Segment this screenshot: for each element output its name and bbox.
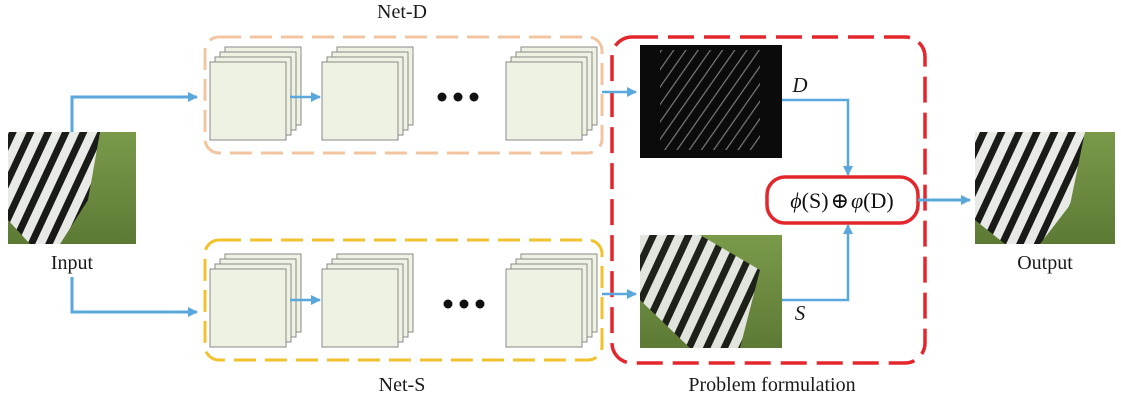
net-d-feature-stack-1	[209, 46, 302, 141]
oplus-symbol: ⊕	[831, 188, 849, 213]
net-d-title: Net-D	[377, 1, 427, 23]
input-label: Input	[51, 252, 94, 274]
net-d-feature-stack-2	[321, 46, 414, 141]
detail-image-d	[640, 45, 782, 158]
input-image	[8, 132, 136, 244]
d-to-formula-arrow	[782, 98, 853, 176]
problem-formulation-label: Problem formulation	[688, 374, 855, 396]
input-to-net-s-arrow	[70, 277, 198, 317]
net-s-ellipsis-icon	[443, 299, 485, 309]
output-image	[975, 132, 1115, 244]
phi-symbol: ϕ	[790, 188, 801, 213]
net-d-feature-stack-3	[505, 46, 598, 141]
net-d-box	[203, 35, 604, 155]
varphi-symbol: φ	[851, 188, 863, 213]
net-d-ellipsis-icon	[437, 92, 479, 102]
net-s-feature-stack-2	[321, 253, 414, 348]
d-label: D	[791, 73, 807, 97]
input-to-net-d-arrow	[70, 92, 198, 132]
structure-image-s	[640, 235, 782, 348]
net-s-box	[203, 238, 604, 362]
s-label: S	[795, 301, 806, 325]
net-s-feature-stack-3	[505, 253, 598, 348]
formula-text: ϕ(S)⊕φ(D)	[790, 188, 893, 213]
output-label: Output	[1017, 252, 1073, 274]
s-to-formula-arrow	[782, 224, 853, 302]
s-argument: (S)	[802, 188, 829, 213]
d-argument: (D)	[863, 188, 894, 213]
net-s-title: Net-S	[379, 374, 426, 396]
net-s-feature-stack-1	[209, 253, 302, 348]
